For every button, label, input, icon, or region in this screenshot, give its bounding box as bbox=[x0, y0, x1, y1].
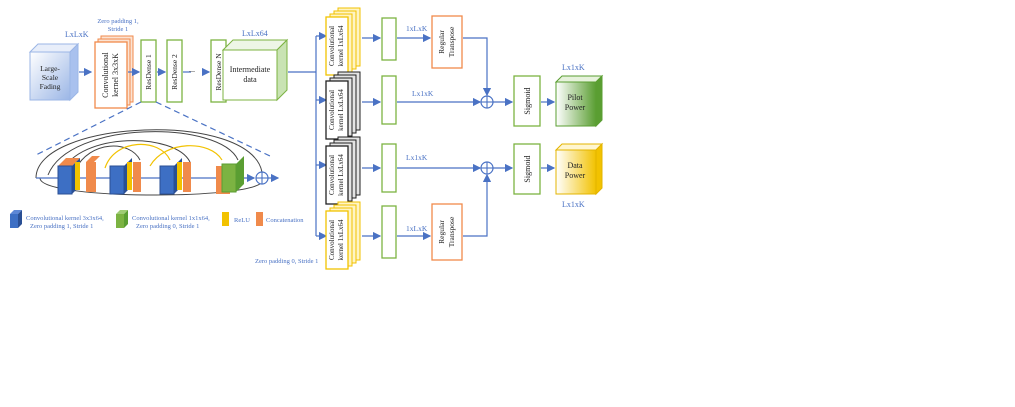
input-dim-label: LxLxK bbox=[65, 30, 89, 39]
branch4-regular-transpose: Regular Transpose bbox=[431, 203, 463, 261]
sigmoid-pilot: Sigmoid bbox=[513, 75, 541, 127]
resdense-detail bbox=[35, 129, 280, 196]
branch1-conv-kernel: Convolutional kernel 1xLx64 bbox=[325, 7, 361, 76]
branch2-feature-map bbox=[381, 75, 397, 125]
zero-pad-top-line1: Zero padding 1, bbox=[97, 18, 139, 25]
zoom-guide-right bbox=[155, 101, 271, 157]
sum-node-data bbox=[480, 161, 494, 175]
input-label-line1: Large- bbox=[40, 64, 60, 73]
intermediate-label-line1: Intermediate bbox=[230, 65, 271, 74]
legend-conv3x3-line2: Zero padding 1, Stride 1 bbox=[30, 223, 93, 230]
first-conv-label-line1: Convolutional bbox=[101, 51, 110, 98]
branch3-feature-map bbox=[381, 143, 397, 193]
data-dim-label: Lx1xK bbox=[562, 200, 585, 209]
legend-item-conv1x1: Convolutional kernel 1x1x64, Zero paddin… bbox=[116, 210, 210, 230]
legend-concat-label: Concatenation bbox=[266, 217, 304, 224]
intermediate-label-line2: data bbox=[243, 75, 257, 84]
branch2-conv-label-line1: Convolutional bbox=[328, 90, 336, 130]
input-label-line3: Fading bbox=[40, 82, 61, 91]
legend-conv1x1-line2: Zero padding 0, Stride 1 bbox=[136, 223, 199, 230]
legend-conv1x1-line1: Convolutional kernel 1x1x64, bbox=[132, 215, 210, 222]
legend-relu-label: ReLU bbox=[234, 217, 250, 224]
arrow-branch4-to-sum2 bbox=[463, 173, 492, 237]
data-power-line2: Power bbox=[565, 171, 586, 180]
pilot-power-line1: Pilot bbox=[567, 93, 583, 102]
pilot-dim-label: Lx1xK bbox=[562, 63, 585, 72]
first-conv-label-line2: kernel 3x3xK bbox=[111, 53, 120, 97]
branch2-conv-kernel: Convolutional kernel LxLx64 bbox=[325, 71, 361, 140]
branch4-transpose-line1: Regular bbox=[437, 220, 446, 244]
legend-item-relu: ReLU bbox=[222, 212, 250, 226]
branch1-feature-map bbox=[381, 17, 397, 61]
legend-item-conv3x3: Convolutional kernel 3x3x64, Zero paddin… bbox=[10, 210, 104, 230]
branch3-conv-kernel: Convolutional kernel LxLx64 bbox=[325, 136, 361, 205]
branch3-dim-label: Lx1xK bbox=[406, 153, 428, 162]
resdense-1-label: ResDense 1 bbox=[144, 54, 153, 90]
branch3-conv-label-line1: Convolutional bbox=[328, 155, 336, 195]
input-label-line2: Scale bbox=[42, 73, 59, 82]
branch2-conv-label-line2: kernel LxLx64 bbox=[337, 89, 345, 131]
zero-pad-top-line2: Stride 1 bbox=[108, 26, 128, 33]
branch4-conv-kernel: Convolutional kernel 1xLx64 bbox=[325, 201, 361, 270]
branch4-transpose-line2: Transpose bbox=[447, 216, 456, 247]
branch1-conv-label-line1: Convolutional bbox=[328, 26, 336, 66]
sigmoid-data-label: Sigmoid bbox=[523, 155, 532, 182]
branch1-dim-label: 1xLxK bbox=[406, 24, 428, 33]
data-power-cube: Data Power bbox=[554, 142, 604, 196]
data-power-line1: Data bbox=[567, 161, 583, 170]
branch4-conv-label-line1: Convolutional bbox=[328, 220, 336, 260]
legend-conv3x3-line1: Convolutional kernel 3x3x64, bbox=[26, 215, 104, 222]
legend: Convolutional kernel 3x3x64, Zero paddin… bbox=[10, 210, 304, 230]
legend-item-concat: Concatenation bbox=[256, 212, 304, 226]
branch1-regular-transpose: Regular Transpose bbox=[431, 15, 463, 69]
branch4-feature-map bbox=[381, 205, 397, 259]
skip-arc-3 bbox=[74, 145, 141, 171]
arrow-branch1-to-sum1 bbox=[463, 37, 492, 97]
branch1-transpose-line1: Regular bbox=[437, 30, 446, 54]
resdense-2-block: ResDense 2 bbox=[166, 39, 183, 103]
branch4-conv-label-line2: kernel 1xLx64 bbox=[337, 219, 345, 261]
sum-node-pilot bbox=[480, 95, 494, 109]
intermediate-data-cube: Intermediate data bbox=[221, 38, 289, 102]
input-cube: Large- Scale Fading bbox=[28, 42, 80, 102]
resdense-n-label: ResDense N bbox=[214, 53, 223, 91]
branch2-dim-label: Lx1xK bbox=[412, 89, 434, 98]
intermediate-dim-label: LxLx64 bbox=[242, 29, 268, 38]
first-conv-kernel-block: Convolutional kernel 3x3xK bbox=[94, 35, 134, 109]
zero-pad-bottom-label: Zero padding 0, Stride 1 bbox=[255, 258, 318, 265]
skip-arc-yellow-1 bbox=[104, 143, 171, 169]
skip-arc-1 bbox=[47, 131, 239, 176]
ellipsis: ... bbox=[189, 65, 195, 74]
branch4-dim-label: 1xLxK bbox=[406, 224, 428, 233]
skip-arc-yellow-2 bbox=[149, 145, 223, 167]
pilot-power-cube: Pilot Power bbox=[554, 74, 604, 128]
pilot-power-line2: Power bbox=[565, 103, 586, 112]
resdense-2-label: ResDense 2 bbox=[170, 54, 179, 90]
resdense-1-block: ResDense 1 bbox=[140, 39, 157, 103]
residual-top-arc bbox=[35, 129, 263, 179]
branch1-conv-label-line2: kernel 1xLx64 bbox=[337, 25, 345, 67]
residual-bottom-arc bbox=[39, 177, 263, 196]
branch3-conv-label-line2: kernel LxLx64 bbox=[337, 154, 345, 196]
sigmoid-data: Sigmoid bbox=[513, 143, 541, 195]
sigmoid-pilot-label: Sigmoid bbox=[523, 87, 532, 114]
branch1-transpose-line2: Transpose bbox=[447, 26, 456, 57]
